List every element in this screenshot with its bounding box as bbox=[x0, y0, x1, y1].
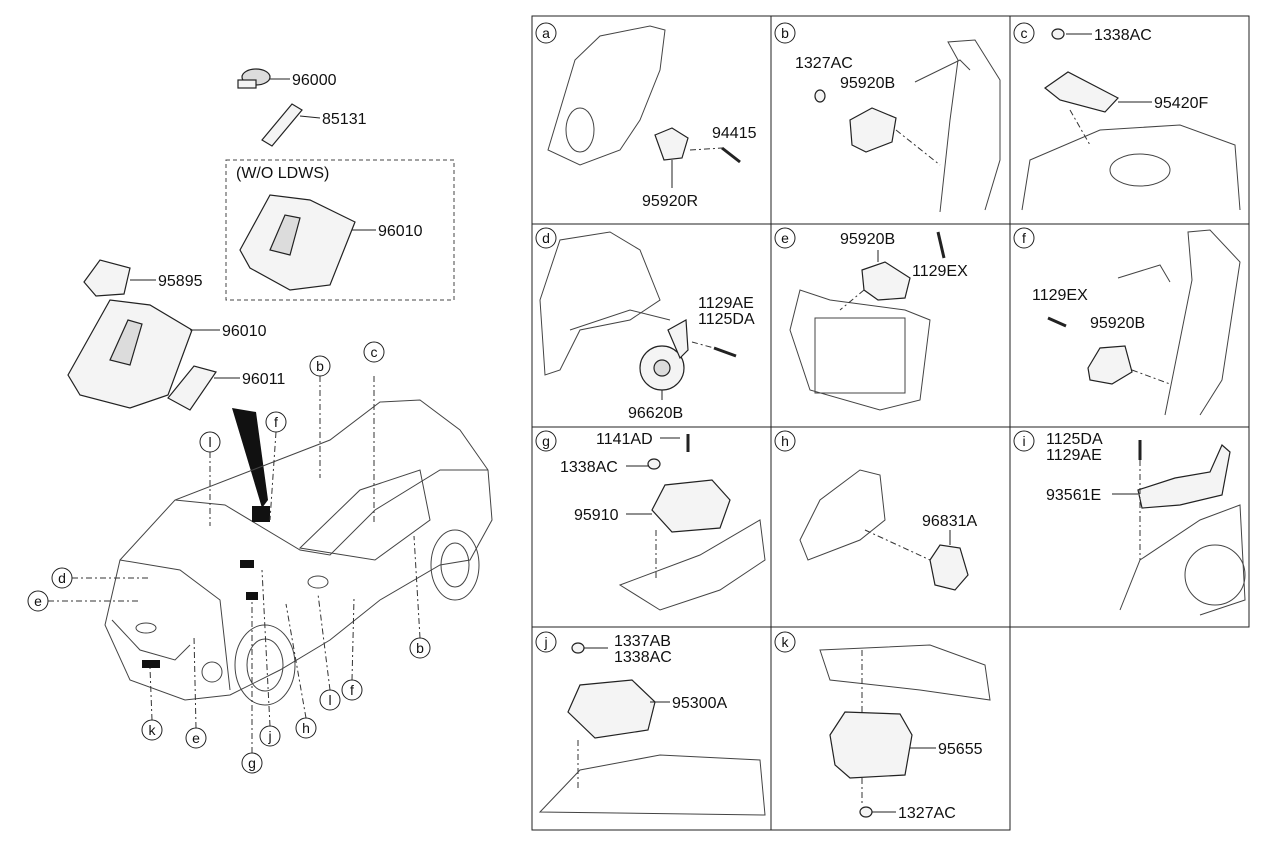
wo-ldws-label: (W/O LDWS) bbox=[236, 165, 329, 182]
cover-96010[interactable]: 96010 bbox=[67, 299, 267, 409]
panel-k-letter: k bbox=[782, 634, 790, 650]
part-label: 93561E bbox=[1046, 487, 1101, 504]
callout-k[interactable]: k bbox=[141, 719, 163, 741]
svg-text:e: e bbox=[192, 730, 200, 746]
panel-d[interactable]: d 1129AE 1125DA 96620B bbox=[535, 227, 755, 422]
rain-sensor-96000[interactable]: 96000 bbox=[237, 68, 337, 89]
svg-text:f: f bbox=[274, 414, 278, 430]
part-label-95895: 95895 bbox=[158, 273, 203, 290]
svg-text:j: j bbox=[267, 728, 271, 744]
panel-b[interactable]: b 1327AC 95920B bbox=[774, 22, 1001, 213]
panel-h-letter: h bbox=[781, 433, 789, 449]
panel-j[interactable]: j 1337AB 1338AC 95300A bbox=[535, 631, 766, 816]
callout-l1[interactable]: l bbox=[199, 431, 221, 453]
panel-e[interactable]: e 95920B 1129EX bbox=[774, 227, 968, 411]
panel-f[interactable]: f 1129EX 95920B bbox=[1013, 227, 1241, 416]
part-label-96000: 96000 bbox=[292, 72, 337, 89]
part-label: 1125DA bbox=[1046, 431, 1103, 448]
part-label: 95910 bbox=[574, 507, 619, 524]
svg-text:g: g bbox=[248, 755, 256, 771]
part-label: 1338AC bbox=[560, 459, 618, 476]
panel-e-letter: e bbox=[781, 230, 789, 246]
part-label: 95920R bbox=[642, 193, 698, 210]
part-label-96010: 96010 bbox=[222, 323, 267, 340]
part-label-96010-inner: 96010 bbox=[378, 223, 423, 240]
part-label: 95655 bbox=[938, 741, 983, 758]
cover-96011[interactable]: 96011 bbox=[167, 365, 285, 411]
part-label: 95300A bbox=[672, 695, 727, 712]
panel-i-letter: i bbox=[1022, 433, 1025, 449]
svg-text:b: b bbox=[316, 358, 324, 374]
svg-text:b: b bbox=[416, 640, 424, 656]
callout-f1[interactable]: f bbox=[265, 411, 287, 433]
part-label: 1327AC bbox=[898, 805, 956, 822]
panel-c-letter: c bbox=[1021, 25, 1028, 41]
callout-c[interactable]: c bbox=[363, 341, 385, 363]
callout-b2[interactable]: b bbox=[409, 637, 431, 659]
panel-g[interactable]: g 1141AD 1338AC 95910 bbox=[535, 430, 766, 611]
cover-85131[interactable]: 85131 bbox=[261, 103, 367, 147]
part-label: 96831A bbox=[922, 513, 977, 530]
part-label: 96620B bbox=[628, 405, 683, 422]
panel-j-letter: j bbox=[543, 634, 547, 650]
callout-b1[interactable]: b bbox=[309, 355, 331, 377]
part-label: 1327AC bbox=[795, 55, 853, 72]
part-label: 1125DA bbox=[698, 311, 755, 328]
panel-i[interactable]: i 1125DA 1129AE 93561E bbox=[1013, 430, 1246, 616]
part-label: 95920B bbox=[840, 75, 895, 92]
module-95895[interactable]: 95895 bbox=[83, 259, 203, 297]
callout-e1[interactable]: e bbox=[27, 590, 49, 612]
callout-h[interactable]: h bbox=[295, 717, 317, 739]
overview: 96000 85131 (W/O LDWS) 96010 95895 96 bbox=[27, 68, 493, 774]
part-label: 1338AC bbox=[614, 649, 672, 666]
part-label: 1337AB bbox=[614, 633, 671, 650]
svg-text:d: d bbox=[58, 570, 66, 586]
panel-b-letter: b bbox=[781, 25, 789, 41]
leader-lines bbox=[48, 376, 421, 753]
part-label-96011: 96011 bbox=[242, 371, 285, 388]
panel-k[interactable]: k 95655 1327AC bbox=[774, 631, 991, 822]
callout-j[interactable]: j bbox=[259, 725, 281, 747]
svg-text:l: l bbox=[208, 434, 211, 450]
svg-text:c: c bbox=[371, 344, 378, 360]
callout-d[interactable]: d bbox=[51, 567, 73, 589]
panel-a[interactable]: a 94415 95920R bbox=[535, 22, 757, 210]
svg-text:k: k bbox=[149, 722, 157, 738]
callout-g[interactable]: g bbox=[241, 752, 263, 774]
detail-grid bbox=[531, 15, 1250, 831]
panel-f-letter: f bbox=[1022, 230, 1026, 246]
part-label: 95420F bbox=[1154, 95, 1208, 112]
svg-text:l: l bbox=[328, 692, 331, 708]
panel-g-letter: g bbox=[542, 433, 550, 449]
svg-text:h: h bbox=[302, 720, 310, 736]
part-label: 1129EX bbox=[1032, 287, 1088, 304]
svg-text:f: f bbox=[350, 682, 354, 698]
part-label: 1338AC bbox=[1094, 27, 1152, 44]
part-label: 1129AE bbox=[1046, 447, 1102, 464]
callout-f2[interactable]: f bbox=[341, 679, 363, 701]
part-label: 94415 bbox=[712, 125, 757, 142]
part-label: 1129EX bbox=[912, 263, 968, 280]
wo-ldws-box bbox=[225, 159, 455, 301]
callout-e2[interactable]: e bbox=[185, 727, 207, 749]
panel-h[interactable]: h 96831A bbox=[774, 430, 977, 591]
pointer-wedge bbox=[232, 408, 268, 508]
part-label-85131: 85131 bbox=[322, 111, 367, 128]
svg-text:e: e bbox=[34, 593, 42, 609]
panel-a-letter: a bbox=[542, 25, 550, 41]
panel-d-letter: d bbox=[542, 230, 550, 246]
part-label: 95920B bbox=[1090, 315, 1145, 332]
vehicle-outline bbox=[104, 399, 493, 706]
part-label: 1129AE bbox=[698, 295, 754, 312]
cover-96010-inner[interactable]: 96010 bbox=[239, 194, 423, 291]
part-label: 1141AD bbox=[596, 431, 653, 448]
part-label: 95920B bbox=[840, 231, 895, 248]
panel-c[interactable]: c 1338AC 95420F bbox=[1013, 22, 1241, 211]
callout-l2[interactable]: l bbox=[319, 689, 341, 711]
